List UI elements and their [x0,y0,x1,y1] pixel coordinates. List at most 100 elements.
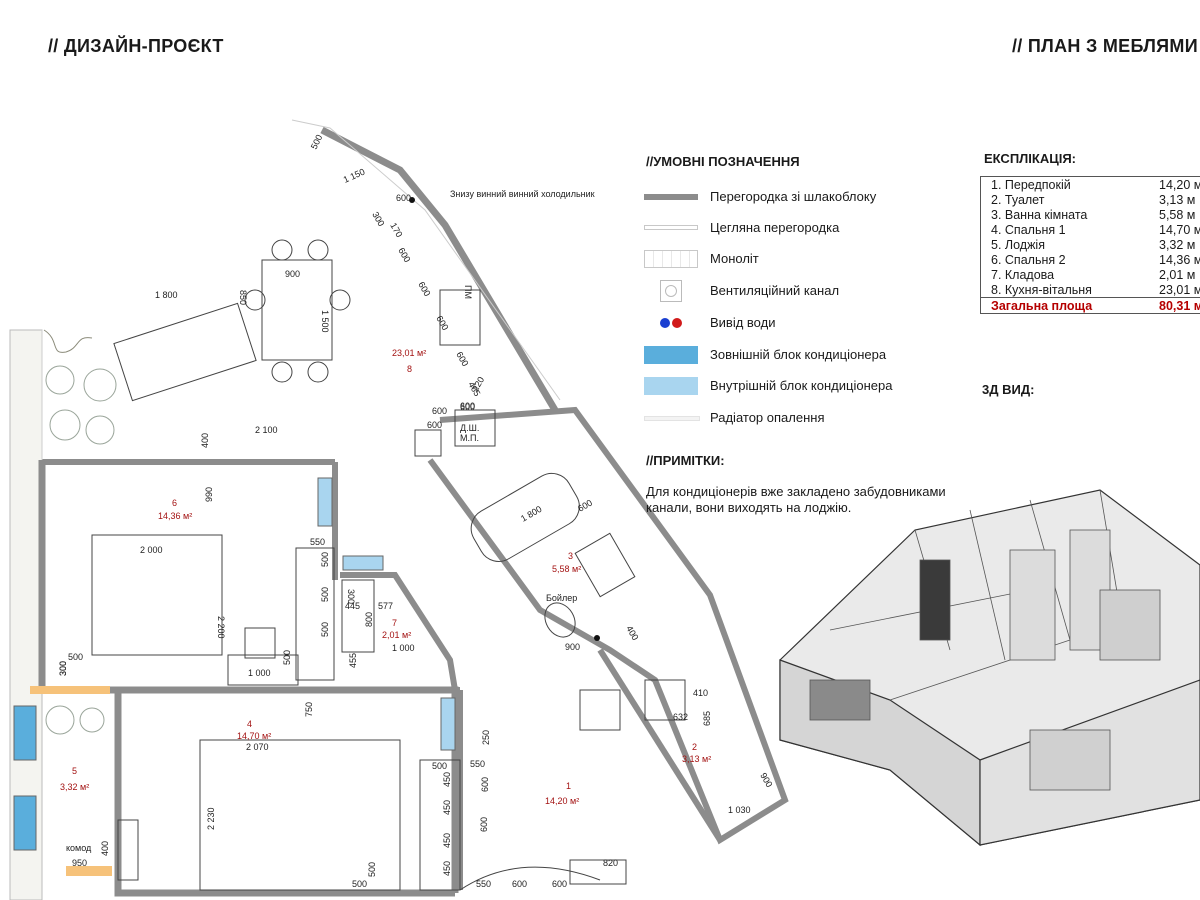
dimension-label: 600 [479,817,489,832]
legend-item: Внутрішній блок кондиціонера [644,375,964,397]
room-name: 3. Ванна кімната [991,208,1088,222]
explication-row: 1. Передпокій 14,20 м [981,177,1200,192]
legend-item-label: Радіатор опалення [710,410,825,425]
storage-shelf [341,579,375,653]
dimension-label: 300 [58,661,68,676]
dimension-label: 300 [58,661,68,676]
dimension-label: 600 [432,406,447,416]
dimension-label: 455 [348,653,358,668]
dishwasher-note: Д.Ш. [460,423,479,433]
dimension-label: 2 070 [246,742,269,752]
legend-item-label: Цегляна перегородка [710,220,840,235]
room-area-label: 2,01 м² [382,630,411,640]
room-area: 14,70 м [1159,223,1200,237]
door-swing [459,866,601,891]
room-name: 6. Спальня 2 [991,253,1066,267]
dimension-label: 900 [285,269,300,279]
room-name: 2. Туалет [991,193,1045,207]
explication-row: 6. Спальня 2 14,36 м [981,252,1200,267]
dimension-label: 577 [378,601,393,611]
dimension-label: 1 000 [392,643,415,653]
dimension-label: 220 [470,375,486,393]
room-area-label: 23,01 м² [392,348,426,358]
legend-item-label: Вентиляційний канал [710,283,840,298]
room-area-label: 14,20 м² [545,796,579,806]
dimension-label: 250 [481,730,491,745]
water-outlet-marker [594,635,600,641]
dimension-label: 600 [454,350,470,368]
dimension-label: 500 [432,761,447,771]
room-number-label: 1 [566,781,571,791]
dimension-label: 2 230 [206,807,216,830]
room-area: 2,01 м [1159,268,1196,282]
room-area-label: 14,70 м² [237,731,271,741]
dimension-label: 450 [442,833,452,848]
legend-item-label: Внутрішній блок кондиціонера [710,378,893,393]
dimension-label: 300 [346,589,356,604]
exterior-walls [38,126,559,897]
dimension-label: 950 [72,858,87,868]
dimension-label: 445 [345,601,360,611]
room-area-label: 3,32 м² [60,782,89,792]
ac-outdoor-unit-icon [644,344,698,366]
dimension-label: 2 100 [255,425,278,435]
view3d-title: 3Д ВИД: [982,382,1035,397]
dimension-label: 600 [552,879,567,889]
legend-item: Зовнішній блок кондиціонера [644,344,964,366]
dimension-label: 300 [370,210,386,228]
dimension-label: 500 [282,650,292,665]
ventilation-duct-icon [644,280,698,302]
dimension-label: 400 [100,841,110,856]
room-name: 7. Кладова [991,268,1055,282]
room-area-label: 5,58 м² [552,564,581,574]
ac-indoor-unit-icon [644,375,698,397]
dimension-label: 500 [320,622,330,637]
legend-item: Радіатор опалення [644,407,964,429]
explication-row: 7. Кладова 2,01 м [981,267,1200,282]
dimension-label: 600 [460,401,475,411]
room-area: 14,20 м [1159,178,1200,192]
legend-item-label: Перегородка зі шлакоблоку [710,189,877,204]
dimension-label: 550 [476,879,491,889]
ac-outdoor-unit [13,705,37,761]
dimension-label: 600 [427,420,442,430]
dimension-label: 500 [309,133,325,151]
room-area: 14,36 м [1159,253,1200,267]
dimension-label: 500 [320,587,330,602]
dimension-label: 450 [442,800,452,815]
room-area-label: 3,13 м² [682,754,711,764]
room-number-label: 3 [568,551,573,561]
room-number-label: 7 [392,618,397,628]
room-labels: 23,01 м² 8 6 14,36 м² 3 5,58 м² 7 2,01 м… [60,348,711,806]
dimension-label: 550 [310,537,325,547]
page-title: // ДИЗАЙН-ПРОЄКТ [48,36,224,56]
water-outlet-marker [409,197,415,203]
notes-text: Для кондиціонерів вже закладено забудовн… [646,484,946,515]
dimension-label: 1 800 [155,290,178,300]
dimension-label: 410 [693,688,708,698]
room-name: 5. Лоджія [991,238,1045,252]
room-name: 1. Передпокій [991,178,1071,192]
room-number-label: 2 [692,742,697,752]
total-area: 80,31 м [1159,299,1200,313]
dimension-label: 500 [68,652,83,662]
dimension-label: 170 [388,221,404,239]
boiler-note: Бойлер [546,593,577,603]
dimension-label: 450 [442,861,452,876]
room-area: 23,01 м [1159,283,1200,297]
dimension-label: 850 [238,290,248,305]
ac-indoor-unit [342,555,384,571]
legend-item: Вивід води [644,312,964,334]
dimension-label: 1 800 [519,504,544,524]
dimension-label: 685 [702,711,712,726]
legend-item-label: Вивід води [710,315,776,330]
water-outlet-icon [644,312,698,334]
dimension-label: 1 000 [248,668,271,678]
dimension-label: 550 [470,759,485,769]
notes-title: //ПРИМІТКИ: [646,453,725,468]
room-area: 3,32 м [1159,238,1196,252]
brick-partition-icon [644,217,698,239]
